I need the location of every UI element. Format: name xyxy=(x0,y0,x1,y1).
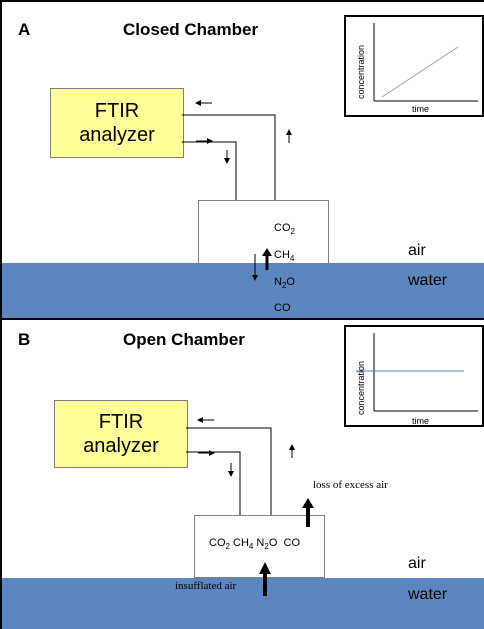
inset-chart-a-axes xyxy=(373,23,478,102)
open-chamber xyxy=(194,515,325,578)
inset-a-trend-line xyxy=(381,46,459,98)
panel-b-letter: B xyxy=(18,330,31,349)
ftir-analyzer-b: FTIR analyzer xyxy=(54,400,188,468)
inset-a-xlabel: time xyxy=(412,104,430,114)
inset-chart-b: concentration time xyxy=(344,325,484,427)
panel-a-letter: A xyxy=(18,20,31,39)
panel-divider xyxy=(0,318,484,320)
ftir-analyzer-b-line1: FTIR xyxy=(98,411,144,433)
inset-chart-b-axes xyxy=(356,333,478,412)
air-label-b: air xyxy=(408,555,426,572)
thick-arrow-b-loss-head xyxy=(302,498,314,508)
tube-a-supply xyxy=(182,141,237,200)
ftir-analyzer-a: FTIR analyzer xyxy=(50,88,184,158)
panel-b xyxy=(0,320,484,629)
flow-arrows-b xyxy=(197,417,295,477)
tube-b-return xyxy=(186,427,272,515)
gas-ch4-a: CH4 xyxy=(274,249,295,264)
water-layer-a xyxy=(2,263,484,318)
inset-chart-a: concentration time xyxy=(344,15,484,117)
flow-arrows-a xyxy=(195,100,292,164)
panel-a xyxy=(0,0,484,318)
gas-co-a: CO xyxy=(274,302,291,314)
tubing-b xyxy=(186,427,272,515)
tube-b-supply xyxy=(186,451,241,515)
ftir-analyzer-a-line1: FTIR xyxy=(94,100,140,122)
panel-a-title: Closed Chamber xyxy=(123,20,259,39)
water-label-b: water xyxy=(408,586,448,603)
gas-row-b: CO2 CH4 N2O CO xyxy=(209,537,301,552)
gas-n2o-a: N2O xyxy=(274,276,295,291)
panel-b-title: Open Chamber xyxy=(123,330,245,349)
water-layer-b xyxy=(2,578,484,629)
ftir-analyzer-a-line2: analyzer xyxy=(79,124,155,146)
flux-arrows-b xyxy=(259,498,314,596)
thick-arrow-a-up-head xyxy=(262,248,272,256)
ftir-analyzer-b-line2: analyzer xyxy=(83,435,159,457)
insufflated-air-note: insufflated air xyxy=(175,580,237,592)
inset-b-xlabel: time xyxy=(412,416,430,426)
tubing-a xyxy=(182,114,276,200)
flux-arrows-a xyxy=(252,248,272,281)
water-label-a: water xyxy=(408,272,448,289)
closed-chamber xyxy=(198,200,329,264)
air-label-a: air xyxy=(408,242,426,259)
gas-co2-a: CO2 xyxy=(274,222,295,237)
tube-a-return xyxy=(182,114,276,200)
thick-arrow-b-insufflated-head xyxy=(259,562,271,574)
loss-of-excess-air-note: loss of excess air xyxy=(313,479,388,491)
